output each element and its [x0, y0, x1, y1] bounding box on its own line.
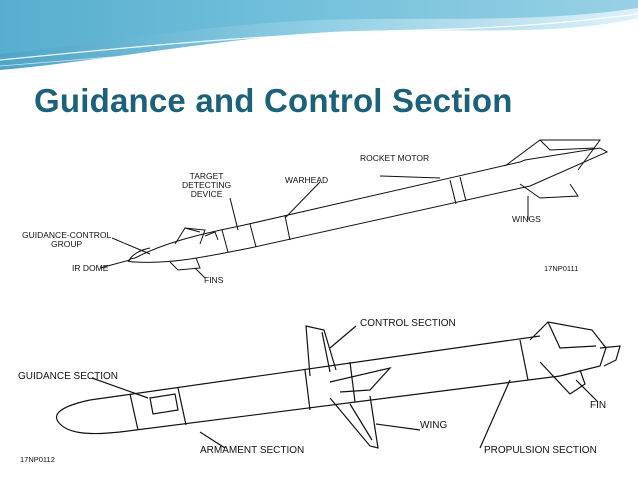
- figure-code-top: 17NP0111: [544, 264, 579, 273]
- label-wings: WINGS: [512, 214, 541, 224]
- label-fins: FINS: [204, 275, 224, 285]
- slide-title: Guidance and Control Section: [34, 82, 513, 119]
- label-propulsion-section: PROPULSION SECTION: [484, 445, 597, 456]
- label-control-section: CONTROL SECTION: [360, 318, 456, 329]
- label-fin: FIN: [590, 400, 607, 411]
- label-guidance-control-group: GUIDANCE-CONTROL GROUP: [22, 230, 112, 249]
- label-ir-dome: IR DOME: [72, 263, 109, 273]
- label-wing: WING: [420, 420, 448, 431]
- label-rocket-motor: ROCKET MOTOR: [360, 153, 430, 163]
- label-armament-section: ARMAMENT SECTION: [200, 445, 305, 456]
- label-guidance-section: GUIDANCE SECTION: [18, 371, 119, 382]
- header-wave-decoration: [0, 0, 638, 70]
- label-target-detecting-device: TARGET DETECTING DEVICE: [182, 171, 232, 199]
- label-warhead: WARHEAD: [285, 175, 329, 185]
- figure-code-bottom: 17NP0112: [20, 455, 55, 464]
